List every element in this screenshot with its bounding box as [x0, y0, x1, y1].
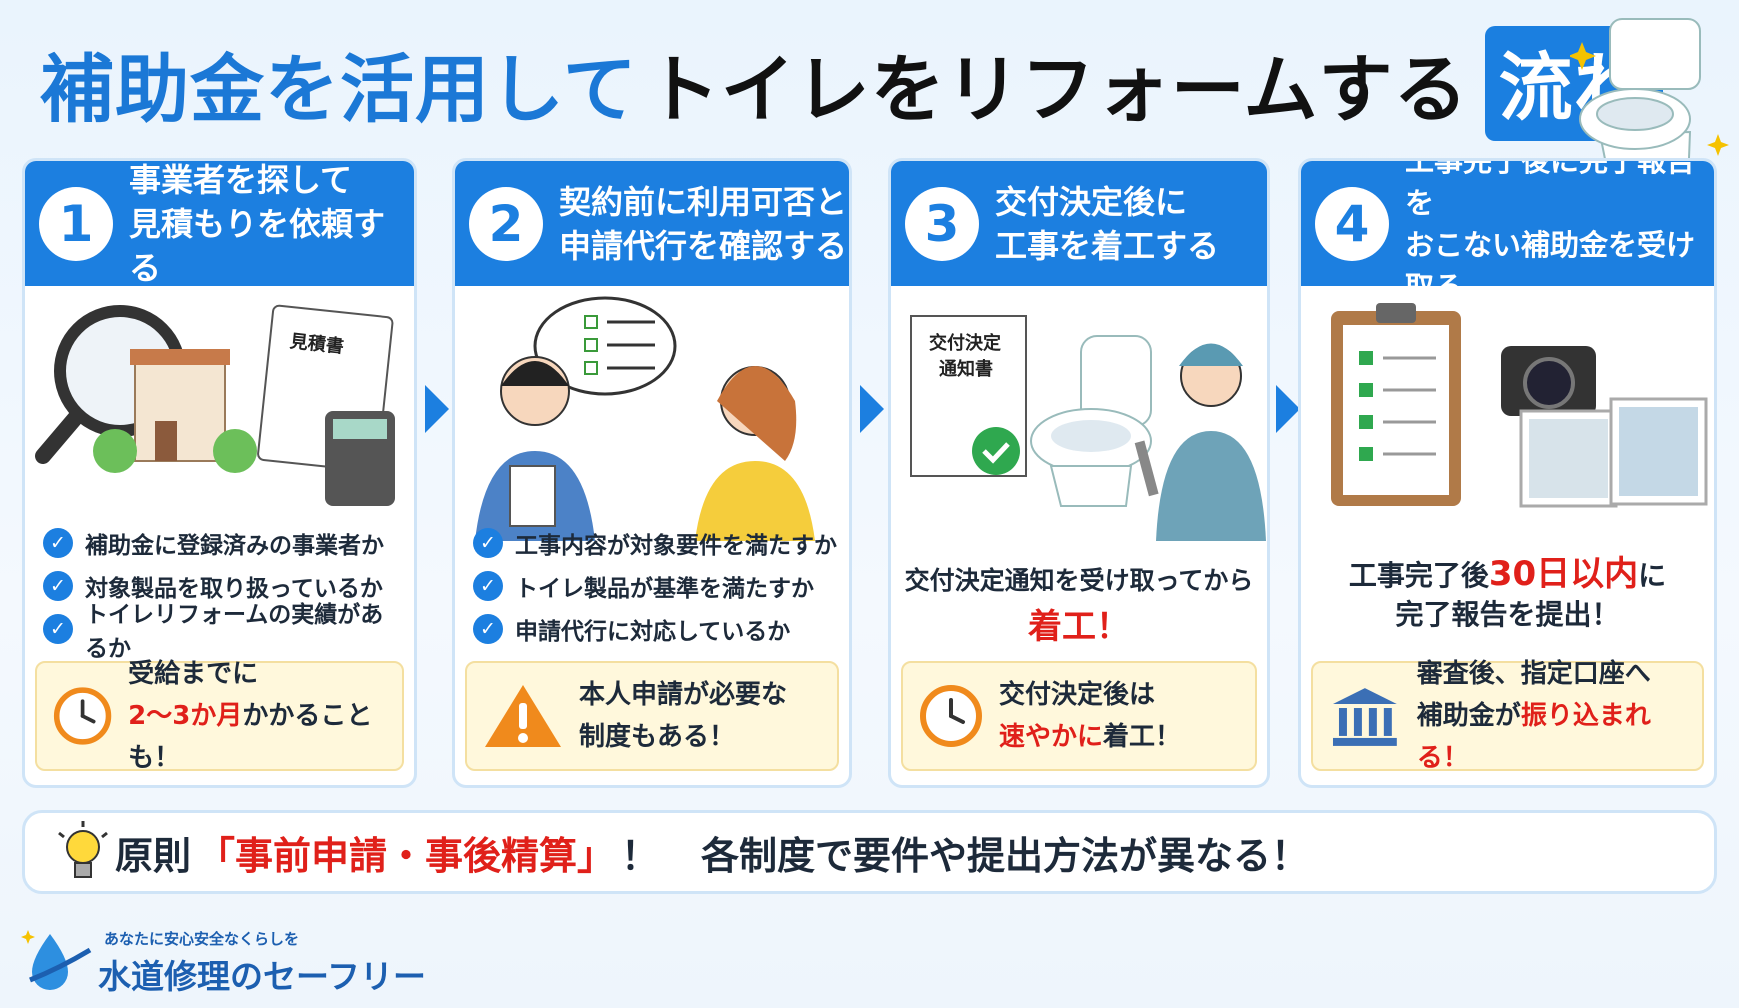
step-number: 4 [1315, 186, 1389, 261]
step-main-text: 工事完了後30日以内に [1348, 554, 1667, 594]
step-main-emphasis: 着工！ [1028, 607, 1130, 647]
consultation-illustration [475, 296, 815, 541]
check-icon: ✓ [473, 613, 503, 644]
page-title: 補助金を活用して トイレをリフォームする 流れ [40, 25, 1663, 141]
step-note: 交付決定後は 速やかに着工！ [901, 661, 1257, 771]
check-icon: ✓ [473, 570, 503, 601]
check-item: ✓補助金に登録済みの事業者か [43, 521, 404, 564]
check-list: ✓工事内容が対象要件を満たすか ✓トイレ製品が基準を満たすか ✓申請代行に対応し… [473, 521, 839, 650]
step-heading: 工事完了後に完了報告を おこない補助金を受け取る [1405, 158, 1696, 304]
step-heading: 交付決定後に 工事を着工する [995, 182, 1220, 265]
notice-doc-label-2: 通知書 [939, 358, 993, 380]
title-part2: トイレをリフォームする [645, 46, 1469, 133]
safely-logo-icon [21, 930, 92, 990]
check-icon: ✓ [43, 570, 73, 601]
step-heading: 事業者を探して 見積もりを依頼する [129, 160, 386, 287]
step-header: 3 交付決定後に 工事を着工する [891, 161, 1267, 286]
step-heading: 契約前に利用可否と 申請代行を確認する [559, 182, 848, 265]
step-number: 3 [905, 186, 979, 261]
clock-icon [53, 687, 112, 745]
warning-icon [485, 685, 561, 747]
step-arrow [425, 385, 449, 433]
logo-name: 水道修理のセーフリー [98, 957, 427, 996]
step-note: 本人申請が必要な 制度もある！ [465, 661, 839, 771]
step-main-text-line2: 完了報告を提出！ [1395, 598, 1620, 631]
step-arrow [1276, 385, 1300, 433]
step-note: 受給までに 2〜3か月かかることも！ [35, 659, 404, 773]
step-card-3: 3 交付決定後に 工事を着工する 交付決定 通知書 交付決定通知を受け取ってから… [888, 158, 1270, 788]
step-number: 1 [39, 186, 113, 261]
step-number: 2 [469, 186, 543, 261]
step-header: 2 契約前に利用可否と 申請代行を確認する [455, 161, 849, 286]
step-header: 1 事業者を探して 見積もりを依頼する [25, 161, 414, 287]
step-note: 審査後、指定口座へ 補助金が振り込まれる！ [1311, 659, 1704, 773]
step-card-1: 1 事業者を探して 見積もりを依頼する 見積書 ✓補助金に登録済みの事業者か ✓… [22, 158, 417, 788]
step-header: 4 工事完了後に完了報告を おこない補助金を受け取る [1301, 161, 1714, 304]
lightbulb-icon [58, 821, 108, 878]
logo-tagline: あなたに安心安全なくらしを [104, 930, 300, 948]
step-card-4: 4 工事完了後に完了報告を おこない補助金を受け取る 工事完了後30日以内に 完… [1298, 158, 1717, 788]
clock-icon [920, 685, 982, 747]
principle-mark: ！ [621, 833, 660, 878]
principle-banner: 原則 「事前申請・事後精算」 ！ 各制度で要件や提出方法が異なる！ [22, 810, 1717, 894]
approval-toilet-worker-illustration: 交付決定 通知書 [910, 315, 1266, 541]
check-icon: ✓ [43, 613, 73, 644]
check-item: ✓対象製品を取り扱っているか [43, 564, 404, 607]
principle-prefix: 原則 [115, 833, 192, 878]
principle-rest: 各制度で要件や提出方法が異なる！ [701, 833, 1310, 878]
check-item: ✓トイレ製品が基準を満たすか [473, 564, 839, 607]
step-arrow [860, 385, 884, 433]
check-list: ✓補助金に登録済みの事業者か ✓対象製品を取り扱っているか ✓トイレリフォームの… [43, 521, 404, 662]
clipboard-camera-photos-illustration [1331, 303, 1708, 508]
check-item: ✓申請代行に対応しているか [473, 607, 839, 650]
step-main-text: 交付決定通知を受け取ってから [904, 566, 1254, 595]
bank-icon [1332, 688, 1397, 746]
magnifier-house-estimate-illustration: 見積書 [35, 304, 395, 506]
check-icon: ✓ [473, 527, 503, 558]
title-part1: 補助金を活用して [40, 46, 638, 133]
check-item: ✓トイレリフォームの実績があるか [43, 602, 404, 662]
principle-emphasis: 「事前申請・事後精算」 [197, 833, 616, 878]
check-icon: ✓ [43, 527, 73, 558]
notice-doc-label-1: 交付決定 [929, 332, 1001, 354]
step-card-2: 2 契約前に利用可否と 申請代行を確認する ✓工事内容が対象要件を満たすか ✓ト… [452, 158, 852, 788]
check-item: ✓工事内容が対象要件を満たすか [473, 521, 839, 564]
